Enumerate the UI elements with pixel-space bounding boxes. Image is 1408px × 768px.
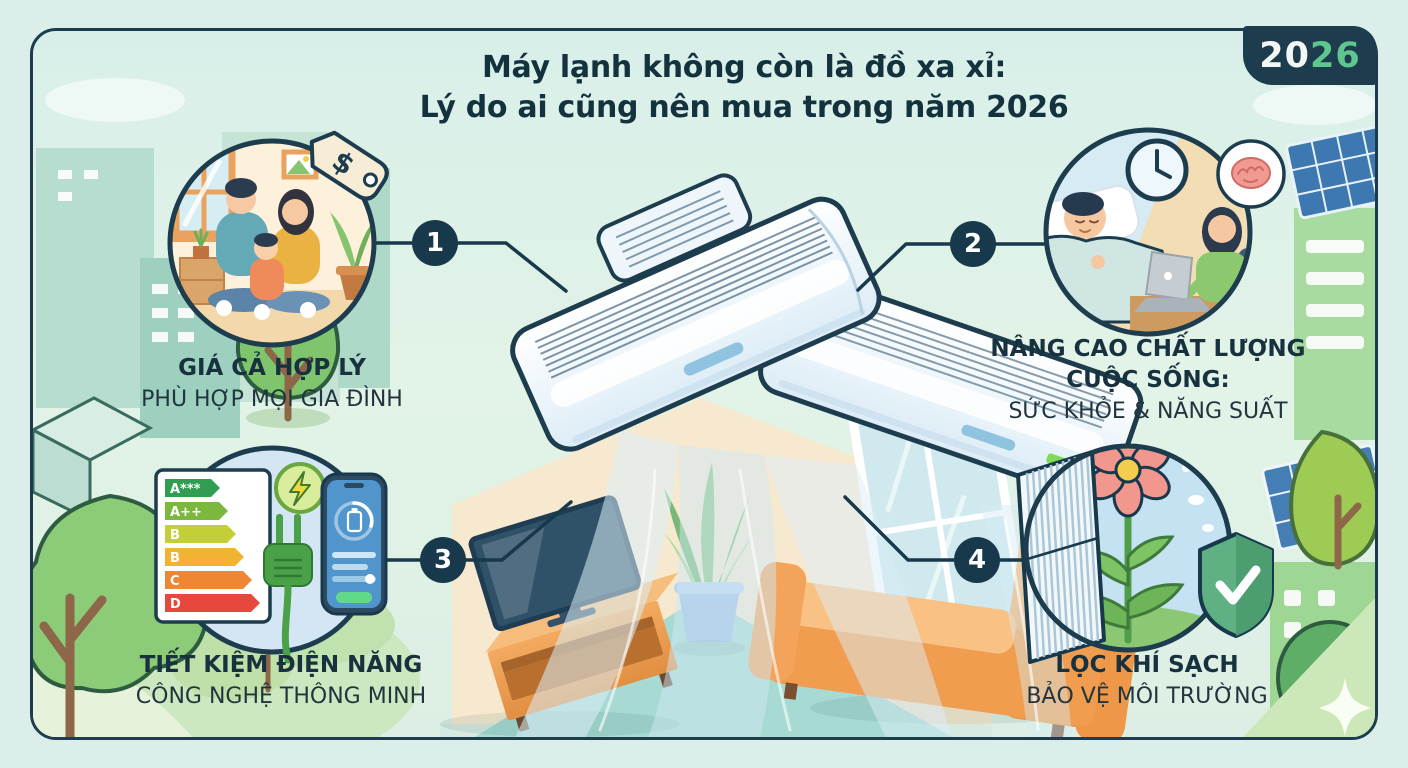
svg-text:A++: A++ (170, 505, 202, 520)
page-title: Máy lạnh không còn là đồ xa xỉ: Lý do ai… (354, 48, 1134, 128)
connector-line-1 (372, 241, 568, 293)
solar-panel-icon (1285, 123, 1375, 220)
feature-1-subtitle: PHÙ HỢP MỌI GIA ĐÌNH (141, 387, 403, 412)
air-conditioner-main (510, 196, 882, 452)
number-badge-2: 2 (950, 221, 996, 267)
houseplant (330, 212, 372, 300)
title-line1: Máy lạnh không còn là đồ xa xỉ: (481, 50, 1007, 85)
feature-4-subtitle: BẢO VỆ MÔI TRƯỜNG (1026, 684, 1268, 709)
frame: $ (30, 28, 1378, 740)
family-figures (208, 178, 330, 320)
svg-text:C: C (170, 574, 180, 589)
smartphone-icon (320, 472, 388, 616)
sparkle-icon (1319, 678, 1371, 736)
brain-icon (1216, 139, 1286, 209)
svg-text:B: B (170, 528, 180, 543)
feature-2-subtitle: SỨC KHỎE & NĂNG SUẤT (1008, 399, 1288, 424)
park-structure (33, 396, 154, 523)
feature-label-4: LỌC KHÍ SẠCH BẢO VỆ MÔI TRƯỜNG (957, 650, 1337, 712)
feature-label-1: GIÁ CẢ HỢP LÝ PHÙ HỢP MỌI GIA ĐÌNH (92, 353, 452, 415)
feature-1-title: GIÁ CẢ HỢP LÝ (178, 355, 366, 381)
feature-label-2: NÂNG CAO CHẤT LƯỢNG CUỘC SỐNG: SỨC KHỎE … (958, 334, 1338, 427)
feature-4-title: LỌC KHÍ SẠCH (1055, 652, 1239, 678)
lightning-icon (274, 462, 326, 514)
shield-check-icon (1198, 532, 1274, 638)
clean-air-icon (1016, 443, 1274, 664)
connector-line-2 (856, 242, 1048, 292)
air-conditioner-back (596, 173, 753, 283)
price-tag-icon: $ (309, 130, 389, 201)
year-badge-part1: 20 (1259, 35, 1310, 76)
scene: $ (33, 78, 1375, 737)
title-line2: Lý do ai cũng nên mua trong năm 2026 (419, 90, 1069, 125)
number-badge-4: 4 (954, 537, 1000, 583)
year-badge-part2: 26 (1310, 35, 1361, 76)
svg-text:D: D (170, 597, 181, 612)
feature-2-title: NÂNG CAO CHẤT LƯỢNG CUỘC SỐNG: (990, 336, 1306, 393)
number-badge-1: 1 (412, 220, 458, 266)
tree-icon (1289, 429, 1375, 570)
power-plug-icon (263, 514, 313, 664)
energy-rating-label: A*** A++ B B C D (154, 468, 272, 624)
clock-icon (1125, 138, 1189, 202)
feature-3-subtitle: CÔNG NGHỆ THÔNG MINH (135, 684, 427, 709)
energy-saving-icon: A*** A++ B B C D (154, 445, 388, 664)
svg-text:B: B (170, 551, 180, 566)
svg-text:A***: A*** (170, 482, 201, 497)
air-filter-icon (1016, 450, 1106, 664)
feature-3-title: TIẾT KIỆM ĐIỆN NĂNG (139, 652, 423, 678)
sleep-work-icon (1043, 127, 1286, 337)
connector-line-3 (374, 500, 573, 562)
feature-label-3: TIẾT KIỆM ĐIỆN NĂNG CÔNG NGHỆ THÔNG MINH (86, 650, 476, 712)
air-stream (515, 430, 1072, 737)
number-badge-3: 3 (420, 537, 466, 583)
